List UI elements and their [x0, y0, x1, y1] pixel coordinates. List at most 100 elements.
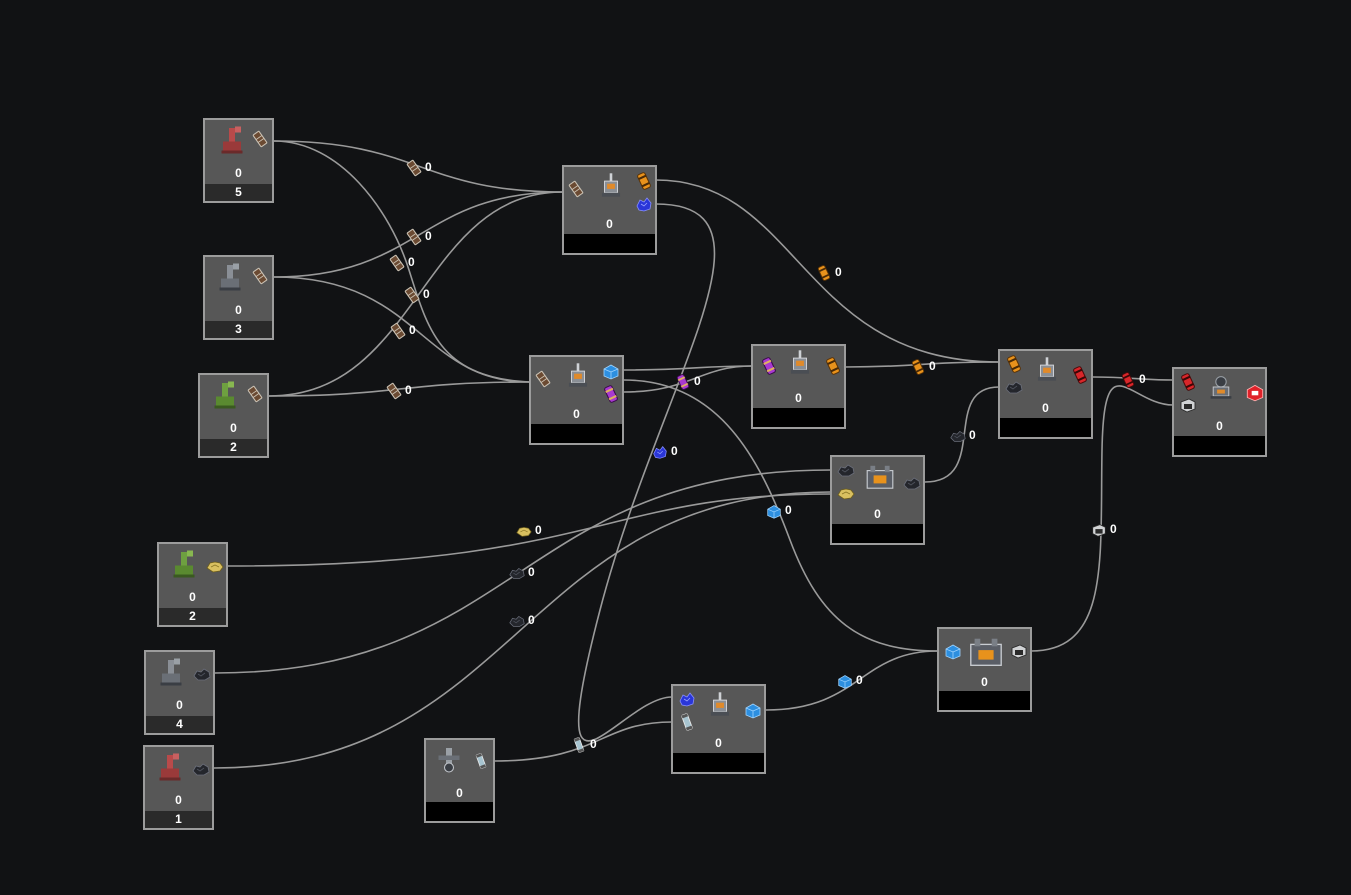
node-value: 0	[606, 217, 613, 231]
node-icons	[564, 167, 655, 215]
wire-15	[227, 493, 832, 567]
node-value: 0	[230, 421, 237, 435]
plank-icon	[388, 254, 406, 277]
wire-18	[1030, 385, 1174, 652]
plank-icon	[534, 370, 552, 393]
purple-canister-icon	[759, 356, 779, 381]
assembler-icon	[707, 691, 733, 722]
assembler-icon	[598, 172, 624, 203]
orange-canister-icon	[909, 358, 927, 381]
node-value: 0	[795, 391, 802, 405]
node-value: 0	[573, 407, 580, 421]
node-icons	[159, 544, 226, 592]
orange-canister-icon	[634, 171, 654, 196]
node-value: 0	[175, 793, 182, 807]
assembler-icon	[787, 349, 813, 380]
node-value: 0	[874, 507, 881, 521]
node-n13[interactable]: 0	[424, 738, 495, 823]
node-icons	[753, 346, 844, 394]
wire-11	[1092, 376, 1174, 381]
edge-value: 0	[409, 323, 416, 337]
node-icons	[146, 652, 213, 700]
node-footer: 3	[205, 321, 272, 338]
coal-icon	[508, 612, 526, 635]
wire-4	[273, 276, 531, 383]
node-footer	[531, 424, 622, 443]
node-value: 0	[176, 698, 183, 712]
node-footer	[753, 408, 844, 427]
edge-value: 0	[969, 428, 976, 442]
wire-13	[577, 203, 716, 742]
plank-icon	[251, 130, 269, 153]
coal-icon	[1004, 377, 1024, 402]
node-footer: 1	[145, 811, 212, 828]
glass-tube-icon	[677, 712, 697, 737]
steel-frame-icon	[1178, 395, 1198, 420]
node-footer	[564, 234, 655, 253]
plank-icon	[251, 267, 269, 290]
glass-tube-icon	[472, 752, 490, 775]
node-n14[interactable]: 0	[671, 684, 766, 774]
sulfur-ore-icon	[515, 522, 533, 545]
sulfur-ore-icon	[205, 556, 225, 581]
steel-frame-icon	[1009, 641, 1029, 666]
red-canister-icon	[1119, 371, 1137, 394]
orange-canister-icon	[1004, 354, 1024, 379]
node-value: 0	[456, 786, 463, 800]
node-n5[interactable]: 0	[529, 355, 624, 445]
node-value: 0	[1216, 419, 1223, 433]
red-cube-icon	[1244, 381, 1266, 408]
assembler-icon	[1034, 356, 1060, 387]
node-icons	[1000, 351, 1091, 399]
node-value: 0	[189, 590, 196, 604]
node-value: 0	[235, 303, 242, 317]
plank-icon	[389, 322, 407, 345]
steel-frame-icon	[1090, 521, 1108, 544]
node-n9[interactable]: 0	[830, 455, 925, 545]
wire-6	[268, 381, 531, 397]
node-footer	[939, 691, 1030, 710]
blue-block-icon	[743, 700, 763, 725]
edge-value: 0	[1139, 372, 1146, 386]
wire-3	[273, 191, 564, 278]
edge-value: 0	[835, 265, 842, 279]
coal-icon	[192, 664, 212, 689]
node-value: 0	[715, 736, 722, 750]
node-n4[interactable]: 0	[562, 165, 657, 255]
node-value: 0	[1042, 401, 1049, 415]
grey-drill-icon	[156, 657, 186, 692]
node-icons	[832, 457, 923, 505]
node-icons	[145, 747, 212, 795]
edge-value: 0	[856, 673, 863, 687]
node-footer	[673, 753, 764, 772]
edge-value: 0	[405, 383, 412, 397]
wire-1	[273, 140, 564, 193]
node-n7[interactable]: 0	[998, 349, 1093, 439]
coal-icon	[836, 460, 856, 485]
edge-value: 0	[1110, 522, 1117, 536]
node-footer: 4	[146, 716, 213, 733]
node-footer: 5	[205, 184, 272, 201]
node-n8[interactable]: 0	[1172, 367, 1267, 457]
assembler-icon	[565, 362, 591, 393]
edge-value: 0	[535, 523, 542, 537]
red-canister-icon	[1070, 365, 1090, 390]
blue-crystal-icon	[634, 194, 654, 219]
node-n15[interactable]: 0	[937, 627, 1032, 712]
red-drill-icon	[155, 752, 185, 787]
edge-value: 0	[425, 160, 432, 174]
node-icons	[939, 629, 1030, 677]
purple-canister-icon	[601, 384, 621, 409]
node-n6[interactable]: 0	[751, 344, 846, 429]
node-footer	[832, 524, 923, 543]
green-drill-icon	[210, 380, 240, 415]
plank-icon	[403, 286, 421, 309]
